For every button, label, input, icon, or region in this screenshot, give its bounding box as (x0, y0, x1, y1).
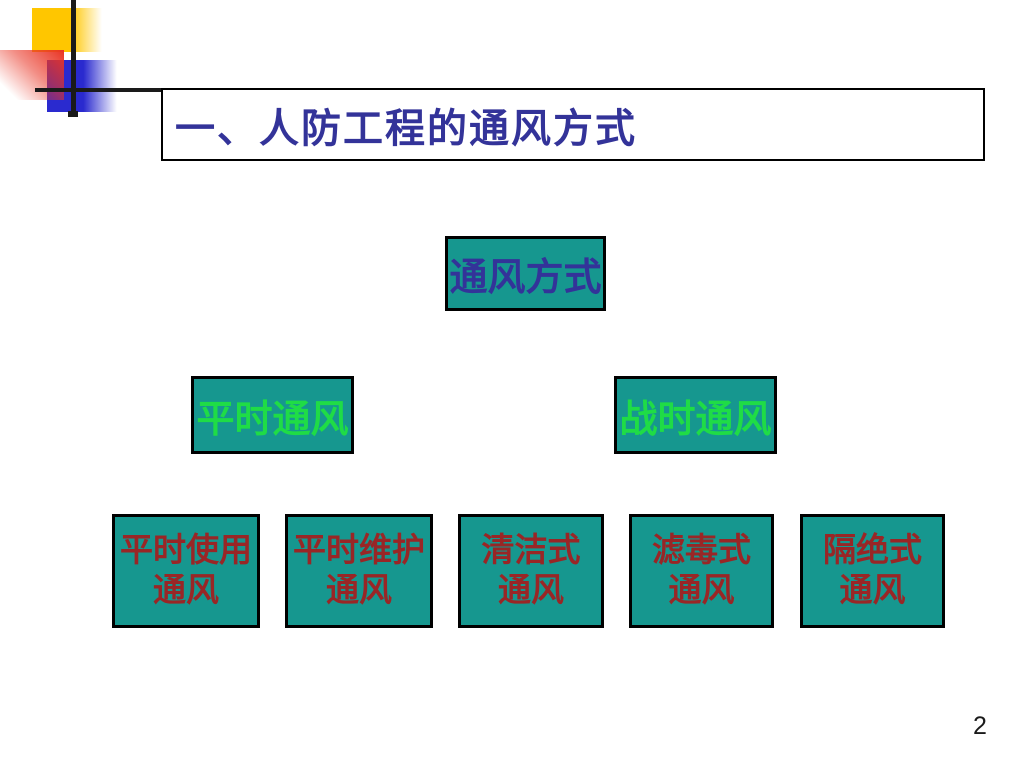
slide-title: 一、人防工程的通风方式 (175, 106, 637, 151)
diagram-box-root: 通风方式 (445, 236, 606, 311)
diagram-box-peacetime-maintenance-label: 平时维护 通风 (293, 532, 425, 609)
diagram-box-wartime-label: 战时通风 (619, 398, 772, 441)
diagram-box-filtered-ventilation-label: 滤毒式 通风 (652, 532, 751, 609)
diagram-box-wartime: 战时通风 (614, 376, 777, 454)
diagram-box-peacetime-maintenance: 平时维护 通风 (285, 514, 433, 628)
slide-title-box: 一、人防工程的通风方式 (161, 88, 985, 161)
diagram-box-isolated-ventilation-label: 隔绝式 通风 (823, 532, 922, 609)
diagram-box-isolated-ventilation: 隔绝式 通风 (800, 514, 945, 628)
deco-vertical-line (71, 0, 76, 112)
deco-yellow-square-icon (32, 8, 102, 52)
deco-red-square-icon (0, 50, 64, 100)
diagram-box-clean-ventilation: 清洁式 通风 (458, 514, 604, 628)
diagram-box-peacetime: 平时通风 (191, 376, 354, 454)
deco-vertical-line-cap (68, 111, 78, 117)
diagram-box-clean-ventilation-label: 清洁式 通风 (481, 532, 581, 609)
diagram-box-filtered-ventilation: 滤毒式 通风 (629, 514, 774, 628)
diagram-box-root-label: 通风方式 (449, 257, 602, 299)
diagram-box-peacetime-use: 平时使用 通风 (112, 514, 260, 628)
diagram-box-peacetime-label: 平时通风 (196, 398, 349, 441)
deco-horizontal-line (35, 88, 161, 92)
diagram-box-peacetime-use-label: 平时使用 通风 (120, 532, 252, 609)
page-number: 2 (973, 712, 987, 740)
